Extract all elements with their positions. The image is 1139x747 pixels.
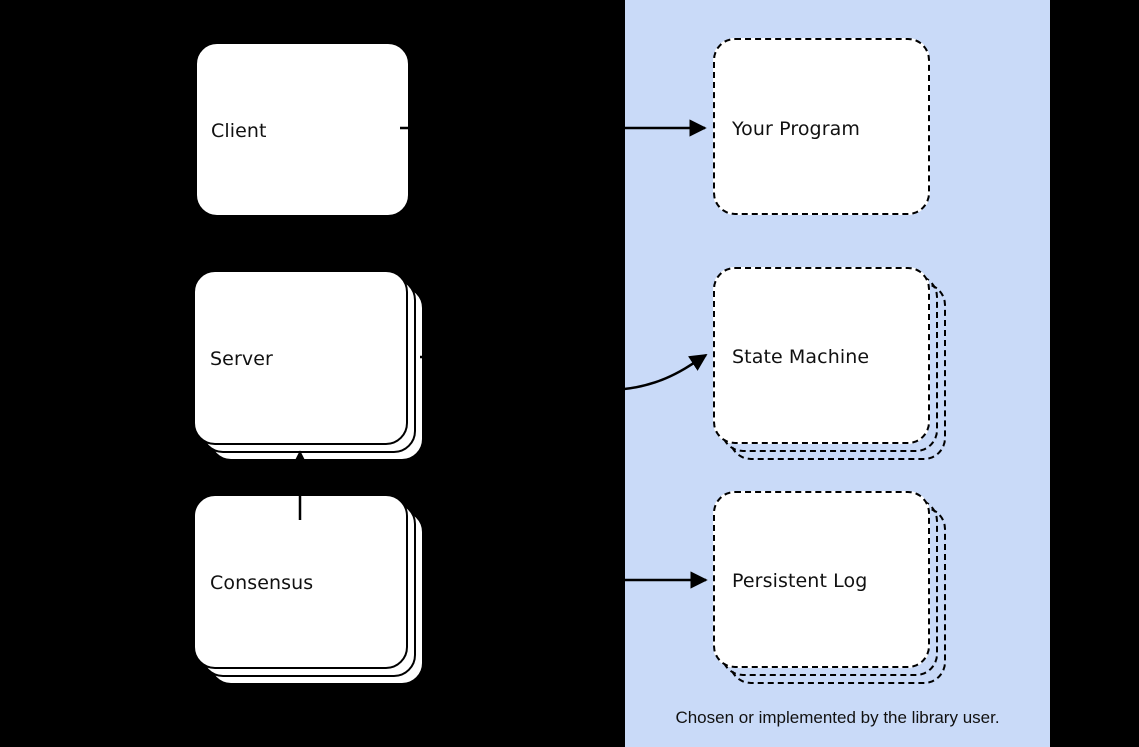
node-your-program-label: Your Program (732, 118, 860, 140)
node-persistent-log-label: Persistent Log (732, 570, 868, 592)
node-state-machine[interactable] (713, 267, 946, 460)
panel-caption: Chosen or implemented by the library use… (675, 708, 1000, 727)
node-consensus[interactable] (193, 494, 424, 685)
node-server[interactable] (193, 270, 424, 461)
node-your-program[interactable] (713, 38, 930, 215)
node-client[interactable] (195, 42, 410, 217)
node-server-layer-0 (193, 270, 408, 445)
node-server-label: Server (210, 348, 273, 370)
node-client-layer-0 (195, 42, 410, 217)
node-state-machine-label: State Machine (732, 346, 870, 368)
node-client-label: Client (211, 120, 267, 142)
node-persistent-log[interactable] (713, 491, 946, 684)
node-consensus-layer-0 (193, 494, 408, 669)
node-consensus-label: Consensus (210, 572, 314, 594)
node-your-program-layer-0 (713, 38, 930, 215)
node-state-machine-layer-0 (713, 267, 930, 444)
node-persistent-log-layer-0 (713, 491, 930, 668)
